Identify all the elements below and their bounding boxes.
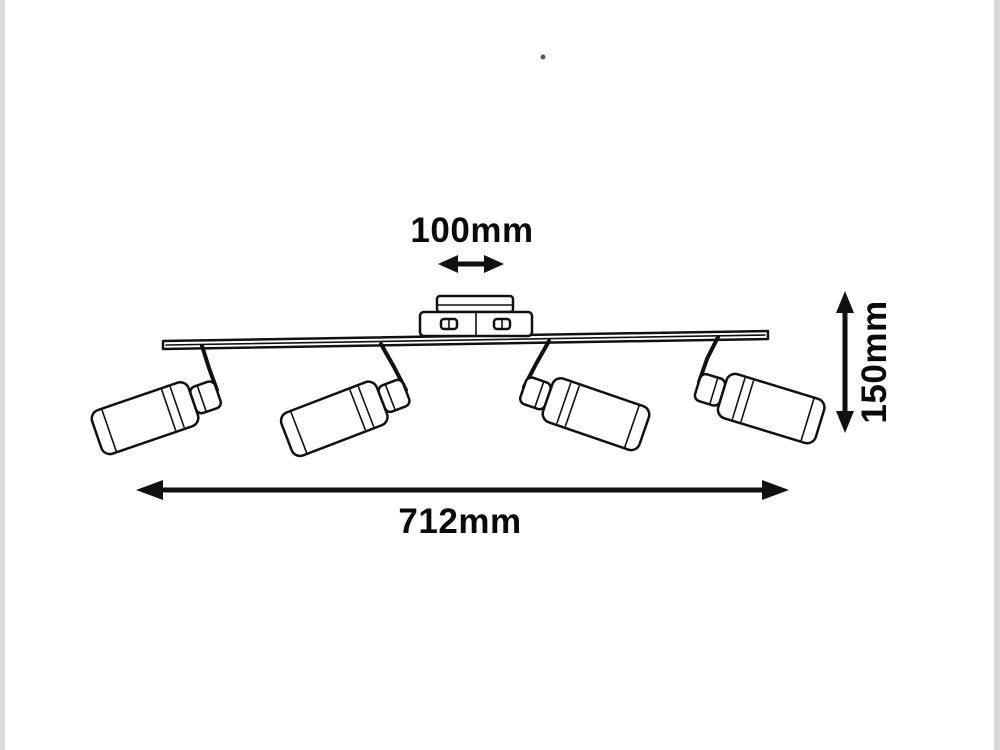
spotlight-head-1: [90, 380, 223, 456]
left-edge-artifact: [0, 0, 5, 750]
spotlight-head-2: [279, 378, 411, 458]
dot-artifact: [540, 54, 546, 60]
head-body: [279, 380, 389, 458]
right-edge-artifact: [994, 0, 1000, 750]
width-dimension-label: 100mm: [410, 211, 533, 250]
head-body: [90, 381, 200, 456]
spotlight-head-4: [693, 372, 826, 445]
head-body: [716, 372, 826, 445]
head-body: [541, 377, 651, 452]
spotlight-head-3: [518, 376, 651, 452]
length-dimension-label: 712mm: [398, 502, 521, 541]
canopy-top-box: [435, 294, 515, 314]
length-dimension-arrow: [136, 480, 789, 500]
track-bar: [161, 329, 770, 351]
height-dimension-arrow: [836, 291, 854, 433]
height-dimension-label: 150mm: [855, 300, 894, 423]
width-dimension-arrow: [438, 255, 504, 273]
ceiling-canopy: [418, 294, 534, 338]
